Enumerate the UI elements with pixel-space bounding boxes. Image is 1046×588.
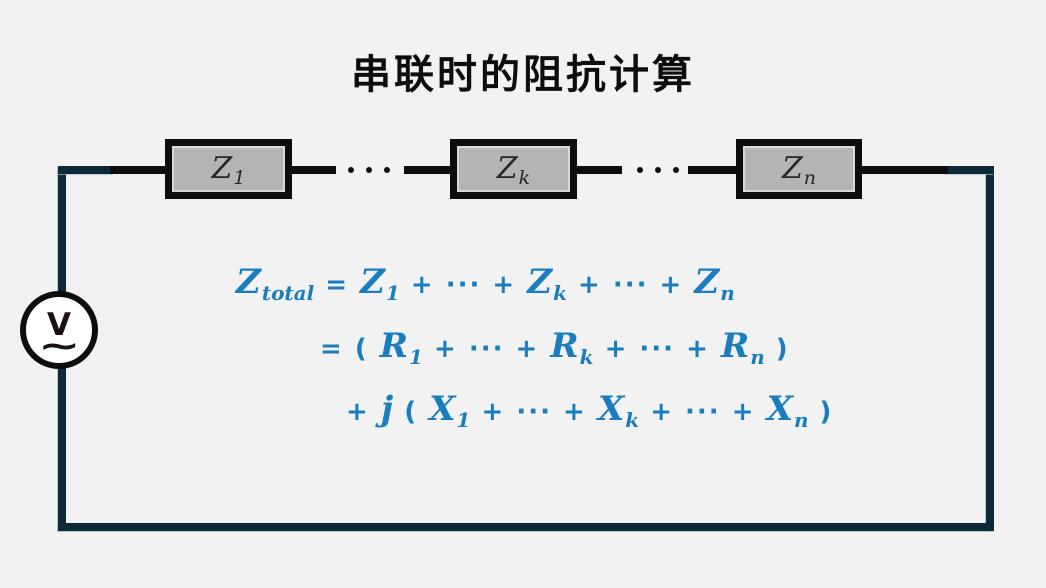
impedance-label-zk: Zk	[496, 151, 531, 189]
impedance-label-z1: Z1	[211, 151, 246, 189]
wire-segment	[688, 166, 738, 174]
wire-bottom-horizontal	[58, 523, 994, 531]
wire-segment	[110, 166, 165, 174]
wire-segment	[577, 166, 622, 174]
impedance-box-zk: Zk	[450, 139, 577, 199]
ellipsis-dots-right	[637, 167, 679, 173]
wire-segment	[404, 166, 450, 174]
ac-voltage-source: V ~	[20, 291, 98, 369]
voltage-source-label: V	[47, 307, 71, 343]
wire-segment	[292, 166, 336, 174]
wire-top-left-corner	[58, 166, 114, 174]
ellipsis-dots-left	[348, 167, 390, 173]
impedance-box-zn: Zn	[736, 139, 862, 199]
ac-wave-icon: ~	[37, 326, 81, 366]
wire-right-vertical	[986, 166, 994, 531]
impedance-label-zn: Zn	[781, 151, 817, 189]
page-title: 串联时的阻抗计算	[351, 53, 695, 97]
wire-top-right-corner	[946, 166, 994, 174]
formula-line-ztotal: Ztotal = Z1 + ··· + Zk + ··· + Zn	[236, 262, 735, 305]
wire-segment	[862, 166, 948, 174]
formula-line-reactance: + j ( X1 + ··· + Xk + ··· + Xn )	[346, 389, 834, 432]
formula-line-resistance: = ( R1 + ··· + Rk + ··· + Rn )	[320, 326, 790, 369]
impedance-box-z1: Z1	[165, 139, 292, 199]
